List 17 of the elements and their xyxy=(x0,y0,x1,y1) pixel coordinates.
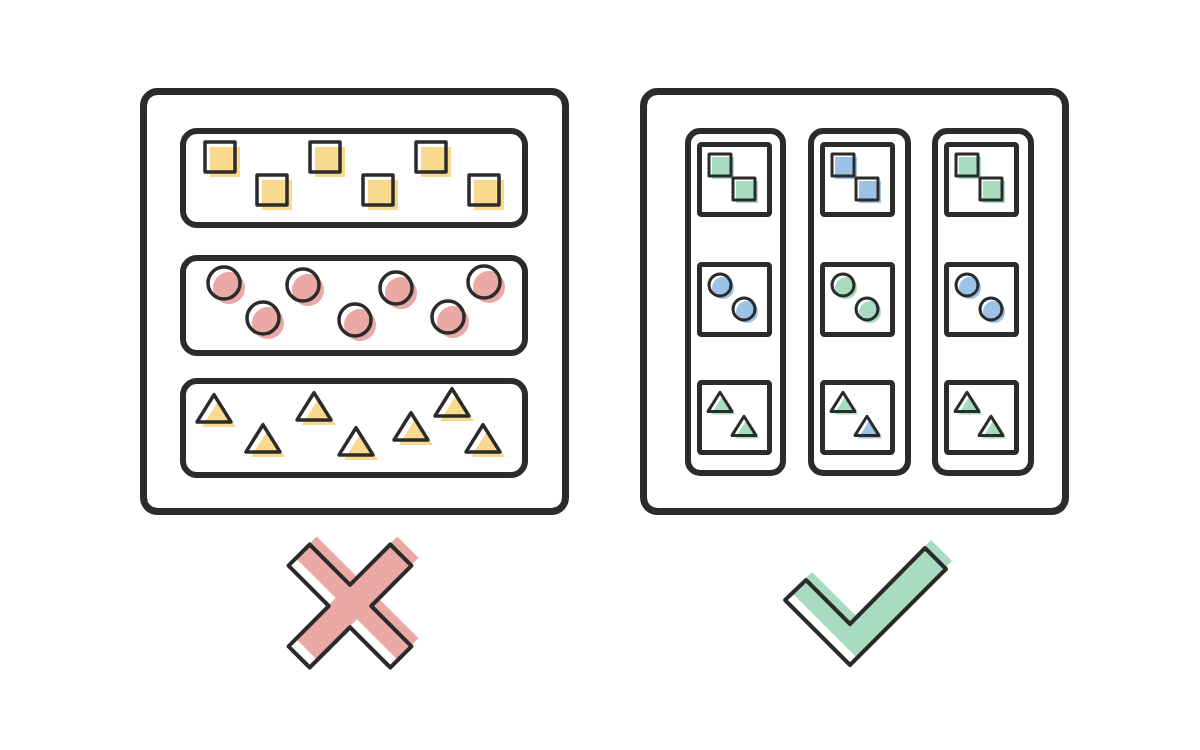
frame-box xyxy=(944,262,1019,337)
frame-box xyxy=(140,88,569,515)
frame-box xyxy=(820,262,895,337)
frame-box xyxy=(697,142,772,217)
frame-box xyxy=(180,128,528,228)
frame-box xyxy=(808,128,911,476)
frame-box xyxy=(685,128,786,476)
frame-box xyxy=(180,255,528,356)
frame-box xyxy=(944,380,1019,455)
frame-box xyxy=(180,378,528,478)
frame-box xyxy=(697,262,772,337)
frame-box xyxy=(944,142,1019,217)
frame-box xyxy=(820,142,895,217)
frame-box xyxy=(697,380,772,455)
frame-box xyxy=(640,88,1069,515)
frame-box xyxy=(820,380,895,455)
frame-box xyxy=(932,128,1034,476)
